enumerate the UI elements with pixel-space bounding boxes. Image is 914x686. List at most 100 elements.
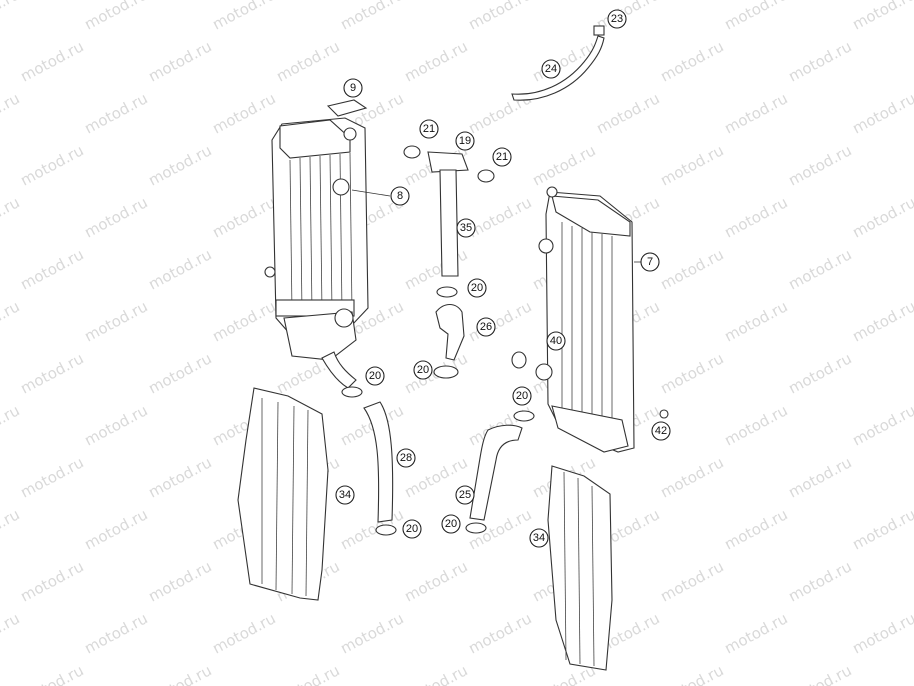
upper-connector-assembly [403, 145, 495, 379]
watermark-text: motod.ru [465, 297, 534, 345]
watermark-text: motod.ru [81, 609, 150, 657]
callout-21-right: 21 [492, 147, 512, 167]
callout-20-e: 20 [402, 519, 422, 539]
callout-21-left: 21 [419, 119, 439, 139]
callout-40: 40 [546, 331, 566, 351]
svg-text:21: 21 [496, 151, 508, 163]
callout-23: 23 [607, 9, 627, 29]
callout-20-a: 20 [467, 278, 487, 298]
svg-text:20: 20 [471, 282, 483, 294]
callout-20-c: 20 [413, 360, 433, 380]
radiator-guard-left [237, 387, 329, 601]
watermark-text: motod.ru [401, 661, 470, 686]
watermark-text: motod.ru [0, 297, 23, 345]
svg-text:34: 34 [533, 532, 545, 544]
svg-text:9: 9 [350, 82, 356, 94]
watermark-text: motod.ru [0, 0, 23, 34]
watermark-text: motod.ru [17, 661, 86, 686]
watermark-text: motod.ru [337, 609, 406, 657]
callout-20-b: 20 [365, 366, 385, 386]
watermark-text: motod.ru [657, 37, 726, 85]
svg-text:35: 35 [460, 222, 472, 234]
watermark-text: motod.ru [657, 141, 726, 189]
watermark-text: motod.ru [273, 37, 342, 85]
watermark-text: motod.ru [465, 0, 534, 34]
watermark-text: motod.ru [145, 349, 214, 397]
lower-hose-right [469, 424, 523, 521]
watermark-text: motod.ru [145, 557, 214, 605]
svg-text:26: 26 [480, 321, 492, 333]
watermark-text: motod.ru [401, 245, 470, 293]
watermark-text: motod.ru [401, 37, 470, 85]
svg-text:34: 34 [339, 489, 351, 501]
watermark-text: motod.ru [849, 0, 914, 34]
watermark-text: motod.ru [145, 661, 214, 686]
watermark-text: motod.ru [0, 609, 23, 657]
watermark-text: motod.ru [17, 141, 86, 189]
watermark-text: motod.ru [721, 0, 790, 34]
svg-text:20: 20 [445, 518, 457, 530]
svg-text:8: 8 [397, 190, 403, 202]
watermark-text: motod.ru [785, 245, 854, 293]
watermark-text: motod.ru [721, 89, 790, 137]
watermark-text: motod.ru [81, 193, 150, 241]
watermark-text: motod.ru [593, 89, 662, 137]
callout-8: 8 [390, 186, 410, 206]
watermark-text: motod.ru [657, 557, 726, 605]
breather-hose [511, 35, 605, 101]
right-radiator [535, 186, 642, 453]
watermark-text: motod.ru [657, 453, 726, 501]
watermark-text: motod.ru [17, 245, 86, 293]
screw [659, 409, 669, 419]
watermark-text: motod.ru [721, 401, 790, 449]
callout-26: 26 [476, 317, 496, 337]
watermark-text: motod.ru [81, 505, 150, 553]
watermark-text: motod.ru [721, 193, 790, 241]
svg-text:20: 20 [369, 370, 381, 382]
watermark-text: motod.ru [17, 349, 86, 397]
watermark-text: motod.ru [849, 505, 914, 553]
callout-42: 42 [651, 421, 671, 441]
callout-9: 9 [343, 78, 363, 98]
grommet [511, 351, 527, 369]
svg-text:25: 25 [459, 489, 471, 501]
hose-fitting [593, 25, 605, 36]
watermark-text: motod.ru [849, 401, 914, 449]
watermark-text: motod.ru [273, 661, 342, 686]
watermark-text: motod.ru [401, 557, 470, 605]
watermark-text: motod.ru [0, 505, 23, 553]
callout-20-f: 20 [441, 514, 461, 534]
callout-7: 7 [640, 252, 660, 272]
callout-28: 28 [396, 448, 416, 468]
watermark-text: motod.ru [209, 89, 278, 137]
watermark-text: motod.ru [785, 349, 854, 397]
radiator-cap [326, 99, 368, 117]
watermark-text: motod.ru [209, 0, 278, 34]
svg-text:23: 23 [611, 13, 623, 25]
callout-24: 24 [541, 59, 561, 79]
svg-text:20: 20 [516, 390, 528, 402]
watermark-text: motod.ru [657, 245, 726, 293]
callout-34-left: 34 [335, 485, 355, 505]
watermark-text: motod.ru [337, 0, 406, 34]
watermark-text: motod.ru [17, 453, 86, 501]
watermark-text: motod.ru [81, 297, 150, 345]
watermark-text: motod.ru [849, 297, 914, 345]
callout-34-right: 34 [529, 528, 549, 548]
watermark-text: motod.ru [209, 609, 278, 657]
watermark-text: motod.ru [721, 297, 790, 345]
svg-text:7: 7 [647, 256, 653, 268]
svg-text:20: 20 [417, 364, 429, 376]
watermark-text: motod.ru [721, 505, 790, 553]
callout-35: 35 [456, 218, 476, 238]
watermark-text: motod.ru [657, 349, 726, 397]
watermark-text: motod.ru [17, 557, 86, 605]
svg-text:24: 24 [545, 63, 557, 75]
svg-text:21: 21 [423, 123, 435, 135]
watermark-text: motod.ru [849, 609, 914, 657]
callout-19: 19 [455, 131, 475, 151]
watermark-text: motod.ru [849, 89, 914, 137]
watermark-text: motod.ru [145, 37, 214, 85]
watermark-text: motod.ru [81, 401, 150, 449]
